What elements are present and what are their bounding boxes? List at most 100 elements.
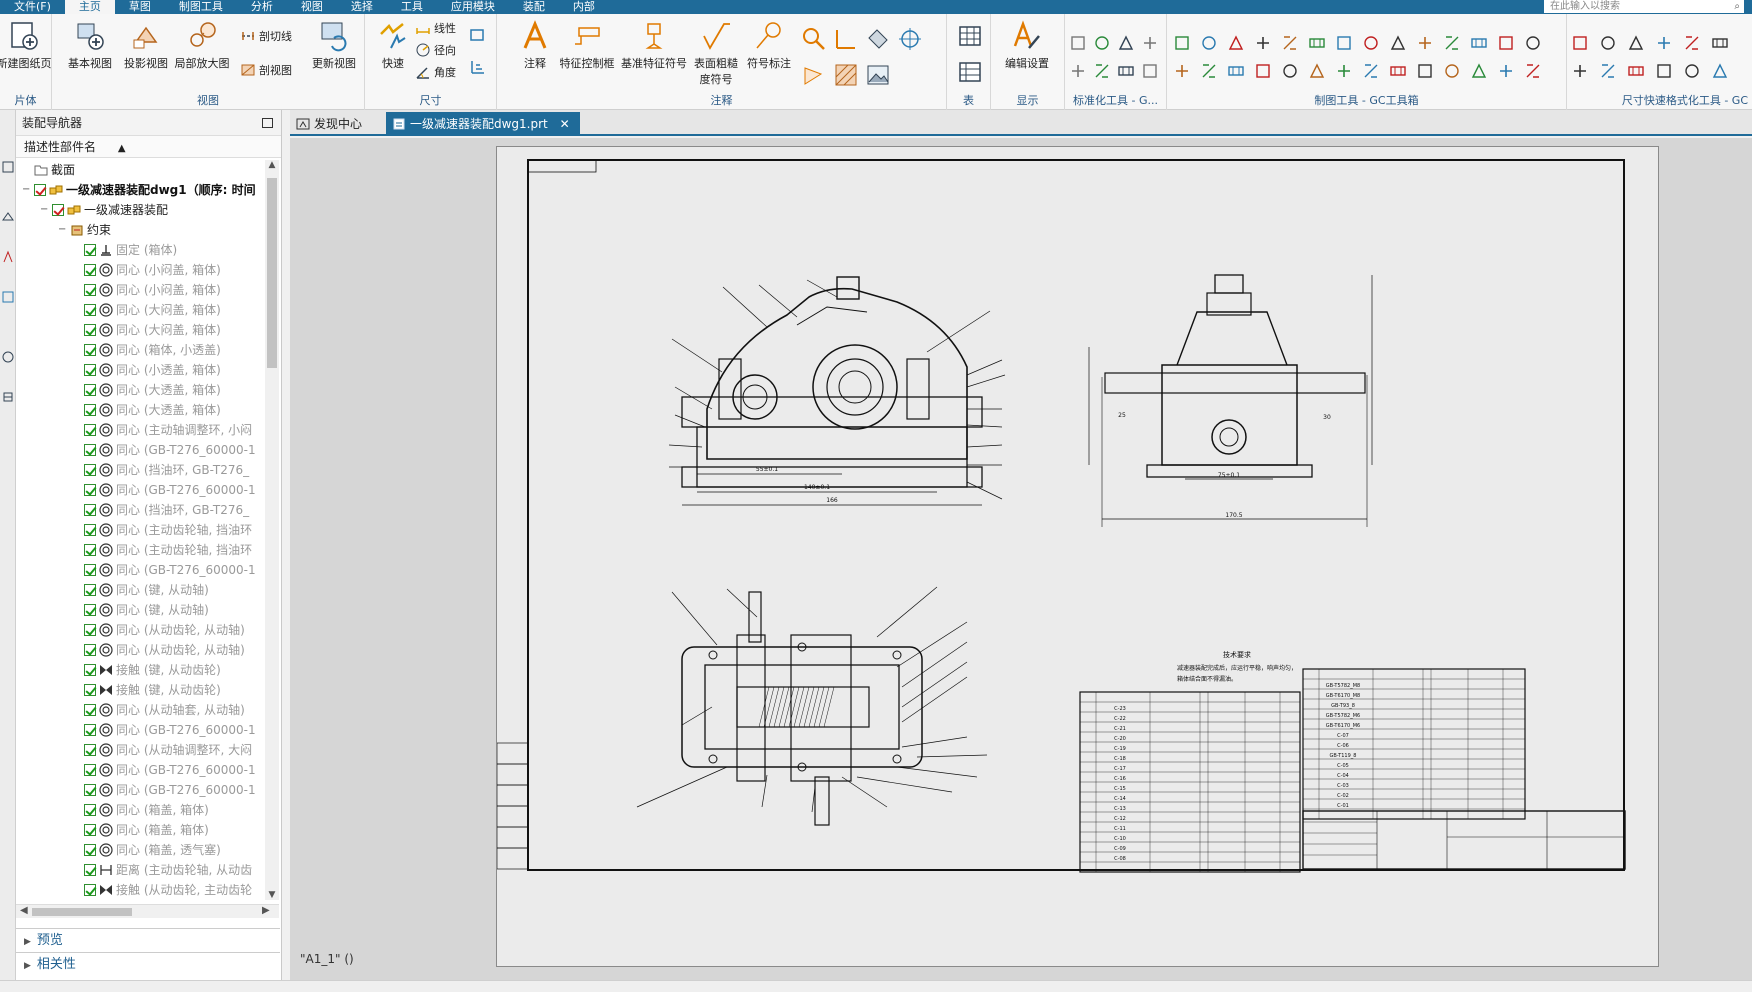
visibility-checkbox[interactable] <box>34 184 46 196</box>
dimfmt-tool-icon-1-0[interactable] <box>1571 62 1589 80</box>
collapse-toggle-icon[interactable]: − <box>22 184 31 195</box>
roles-tab-icon[interactable] <box>1 390 15 404</box>
tree-row[interactable]: 同心 (GB-T276_60000-1 <box>16 480 264 500</box>
tree-row[interactable]: 同心 (从动轴套, 从动轴) <box>16 700 264 720</box>
hscroll-thumb[interactable] <box>32 908 132 916</box>
collapse-toggle-icon[interactable]: − <box>40 204 49 215</box>
feature-control-frame-button[interactable]: 特征控制框 <box>555 20 619 71</box>
tree-row[interactable]: 同心 (从动轴调整环, 大闷 <box>16 740 264 760</box>
hatch-icon[interactable] <box>833 62 859 88</box>
visibility-checkbox[interactable] <box>84 404 96 416</box>
tree-row[interactable]: 同心 (箱盖, 箱体) <box>16 800 264 820</box>
angular-dimension-button[interactable]: 角度 <box>415 64 456 80</box>
visibility-checkbox[interactable] <box>84 484 96 496</box>
detail-view-button[interactable]: 局部放大图 <box>174 20 230 71</box>
table-icon[interactable] <box>957 24 983 50</box>
visibility-checkbox[interactable] <box>84 764 96 776</box>
std-tool-icon-0-3[interactable] <box>1141 34 1159 52</box>
close-tab-icon[interactable]: ✕ <box>559 117 570 131</box>
tree-row[interactable]: 接触 (从动齿轮, 主动齿轮 <box>16 880 264 900</box>
tree-row[interactable]: 同心 (大闷盖, 箱体) <box>16 300 264 320</box>
gc-tool-icon-1-3[interactable] <box>1254 62 1272 80</box>
preview-panel-toggle[interactable]: ▶预览 <box>16 928 280 952</box>
scroll-thumb[interactable] <box>267 178 277 368</box>
section-line-button[interactable]: 剖切线 <box>240 28 292 44</box>
gc-tool-icon-0-10[interactable] <box>1443 34 1461 52</box>
gc-tool-icon-1-7[interactable] <box>1362 62 1380 80</box>
visibility-checkbox[interactable] <box>84 424 96 436</box>
scroll-left-icon[interactable]: ◀ <box>20 905 28 916</box>
visibility-checkbox[interactable] <box>84 604 96 616</box>
command-search[interactable]: 在此输入以搜索 ⌕ <box>1544 0 1744 13</box>
tree-row[interactable]: 同心 (从动齿轮, 从动轴) <box>16 640 264 660</box>
std-tool-icon-0-0[interactable] <box>1069 34 1087 52</box>
visibility-checkbox[interactable] <box>84 724 96 736</box>
dimfmt-tool-icon-0-3[interactable] <box>1655 34 1673 52</box>
visibility-checkbox[interactable] <box>84 464 96 476</box>
gc-tool-icon-0-13[interactable] <box>1524 34 1542 52</box>
reuse-library-tab-icon[interactable] <box>1 290 15 304</box>
history-tab-icon[interactable] <box>1 350 15 364</box>
new-sheet-button[interactable]: 新建图纸页 <box>0 20 52 71</box>
scroll-right-icon[interactable]: ▶ <box>262 905 270 916</box>
dependencies-panel-toggle[interactable]: ▶相关性 <box>16 952 280 976</box>
visibility-checkbox[interactable] <box>84 684 96 696</box>
datum-feature-button[interactable]: 基准特征符号 <box>617 20 691 71</box>
visibility-checkbox[interactable] <box>84 504 96 516</box>
dimfmt-tool-icon-1-4[interactable] <box>1683 62 1701 80</box>
menu-item-8[interactable]: 应用模块 <box>450 0 495 13</box>
tab-discovery-center[interactable]: 发现中心 <box>290 112 372 136</box>
part-nav-tab-icon[interactable] <box>1 210 15 224</box>
visibility-checkbox[interactable] <box>84 584 96 596</box>
visibility-checkbox[interactable] <box>84 264 96 276</box>
tree-horizontal-scrollbar[interactable]: ◀ ▶ <box>16 904 279 918</box>
tree-row[interactable]: 同心 (主动轴调整环, 小闷 <box>16 420 264 440</box>
gc-tool-icon-1-4[interactable] <box>1281 62 1299 80</box>
gc-tool-icon-0-5[interactable] <box>1308 34 1326 52</box>
scroll-up-icon[interactable]: ▲ <box>268 160 276 170</box>
gc-tool-icon-1-6[interactable] <box>1335 62 1353 80</box>
tree-row[interactable]: 同心 (主动齿轮轴, 挡油环 <box>16 540 264 560</box>
tree-row[interactable]: 同心 (GB-T276_60000-1 <box>16 760 264 780</box>
gc-tool-icon-0-0[interactable] <box>1173 34 1191 52</box>
tree-vertical-scrollbar[interactable]: ▲ ▼ <box>265 160 279 900</box>
std-tool-icon-1-1[interactable] <box>1093 62 1111 80</box>
tree-row[interactable]: 同心 (键, 从动轴) <box>16 580 264 600</box>
dimfmt-tool-icon-1-2[interactable] <box>1627 62 1645 80</box>
dimfmt-tool-icon-0-4[interactable] <box>1683 34 1701 52</box>
tree-row[interactable]: 接触 (键, 从动齿轮) <box>16 680 264 700</box>
gc-tool-icon-1-11[interactable] <box>1470 62 1488 80</box>
column-header[interactable]: 描述性部件名 ▲ <box>16 136 281 158</box>
image-icon[interactable] <box>865 62 891 88</box>
note-button[interactable]: 注释 <box>507 20 563 71</box>
projected-view-button[interactable]: 投影视图 <box>118 20 174 71</box>
tree-row[interactable]: 同心 (GB-T276_60000-1 <box>16 440 264 460</box>
gc-tool-icon-1-2[interactable] <box>1227 62 1245 80</box>
tree-row[interactable]: −一级减速器装配 <box>16 200 264 220</box>
visibility-checkbox[interactable] <box>84 744 96 756</box>
tab-drawing-file[interactable]: 一级减速器装配dwg1.prt ✕ <box>386 112 580 136</box>
visibility-checkbox[interactable] <box>84 524 96 536</box>
visibility-checkbox[interactable] <box>84 284 96 296</box>
visibility-checkbox[interactable] <box>84 884 96 896</box>
zoom-icon[interactable] <box>801 26 827 52</box>
section-view-button[interactable]: 剖视图 <box>240 62 292 78</box>
weld-symbol-icon[interactable] <box>801 62 827 88</box>
dimfmt-tool-icon-0-5[interactable] <box>1711 34 1729 52</box>
quick-dimension-button[interactable]: 快速 <box>365 20 421 71</box>
constraint-nav-tab-icon[interactable] <box>1 250 15 264</box>
gc-tool-icon-1-0[interactable] <box>1173 62 1191 80</box>
tree-row[interactable]: 同心 (主动齿轮轴, 挡油环 <box>16 520 264 540</box>
center-mark-icon[interactable] <box>833 26 859 52</box>
std-tool-icon-0-2[interactable] <box>1117 34 1135 52</box>
dimfmt-tool-icon-1-1[interactable] <box>1599 62 1617 80</box>
radial-dimension-button[interactable]: 径向 <box>415 42 456 58</box>
std-tool-icon-1-0[interactable] <box>1069 62 1087 80</box>
visibility-checkbox[interactable] <box>84 384 96 396</box>
gc-tool-icon-0-4[interactable] <box>1281 34 1299 52</box>
ordinate-dimension-icon[interactable] <box>469 58 487 76</box>
gc-tool-icon-0-9[interactable] <box>1416 34 1434 52</box>
gc-tool-icon-1-1[interactable] <box>1200 62 1218 80</box>
tree-row[interactable]: 同心 (大透盖, 箱体) <box>16 400 264 420</box>
dimfmt-tool-icon-1-5[interactable] <box>1711 62 1729 80</box>
